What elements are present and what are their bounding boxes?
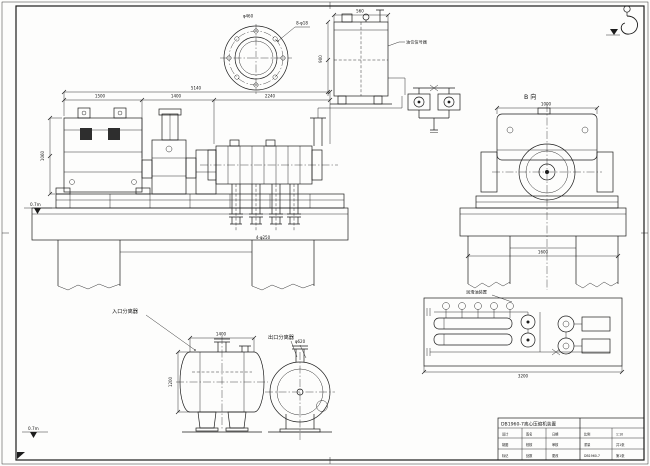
gearbox-elevation [141,108,217,195]
dimension-layer: 1500 1400 2240 5140 1060 φ460 8-φ18 560 900 1000 1… [40,9,552,388]
dimension-label: 1500 [95,94,106,99]
datum-flag-icon [610,29,618,35]
outlet-separator-view: 出口分离器 [265,333,335,440]
valve-handwheels [434,302,520,318]
titleblock-cell: 制图 [502,442,508,447]
titleblock-cell: 签名 [526,432,532,437]
fold-mark-icon [17,452,25,459]
elevation-marker-bottom: 0.7m [22,426,48,438]
titleblock-cell: DB1960-7 [584,454,600,458]
dimension-label: φ460 [243,14,254,19]
titleblock-cell: 1:10 [616,433,623,437]
titleblock-cell: 设计 [502,432,509,437]
titleblock-cell: 共1张 [616,442,625,447]
oil-tank-view: 油位信号器 [325,9,428,105]
baseplate [55,193,345,209]
titleblock-cell: 日期 [552,432,558,437]
flange-detail-view [220,24,310,94]
valve-group-schematic [407,84,461,133]
dimension-label: 4-φ250 [256,235,271,240]
motor-elevation [55,107,151,195]
titleblock-cell: 校核 [526,442,533,447]
dimension-label: 1000 [541,102,552,107]
titleblock-cell: 处数 [526,453,533,458]
elevation-label: 0.7m [30,202,41,207]
dimension-label: 8-φ18 [296,21,308,26]
titleblock-cell: 比例 [584,432,590,437]
titleblock-cell: 重量 [584,442,591,447]
dimension-label: 1600 [538,250,549,255]
titleblock-cell: 更改 [552,453,559,458]
dimension-label: 5140 [191,86,202,91]
titleblock-cell: 第1张 [616,453,625,458]
dimension-label: 1400 [171,94,182,99]
dimension-label: 1060 [40,150,45,161]
b-direction-view: B 向 [459,93,627,290]
titleblock-cell: 标记 [502,453,509,458]
crane-hook-symbol-icon [606,5,638,36]
oil-console-label: 润滑油装置 [466,289,487,296]
titleblock-cell: 审核 [552,442,559,447]
elevation-marker-mid: 0.7m [24,202,52,214]
foundation-left [31,207,349,291]
inlet-separator-view: 入口分离器 [112,307,268,433]
oil-level-note: 油位信号器 [406,39,428,46]
main-elevation-view: 0.7m [24,89,403,291]
dimension-label: φ620 [295,339,306,344]
flange-bolt-holes [226,28,286,88]
dimension-label: 1400 [216,332,227,337]
dimension-label: 560 [356,9,364,14]
dimension-label: 1200 [168,376,173,387]
dimension-label: 2240 [265,94,276,99]
inlet-separator-label: 入口分离器 [112,307,139,315]
oil-console-plan-view: 润滑油装置 [421,289,625,375]
titleblock-title: DB1960-7离心压缩机装置 [501,421,557,428]
compressor-elevation [200,96,403,185]
dimension-label: 3200 [518,374,529,379]
outlet-separator-label: 出口分离器 [268,333,295,341]
elevation-label: 0.7m [28,426,39,431]
view-b-label: B 向 [524,93,536,101]
dimension-label: 900 [318,55,323,63]
